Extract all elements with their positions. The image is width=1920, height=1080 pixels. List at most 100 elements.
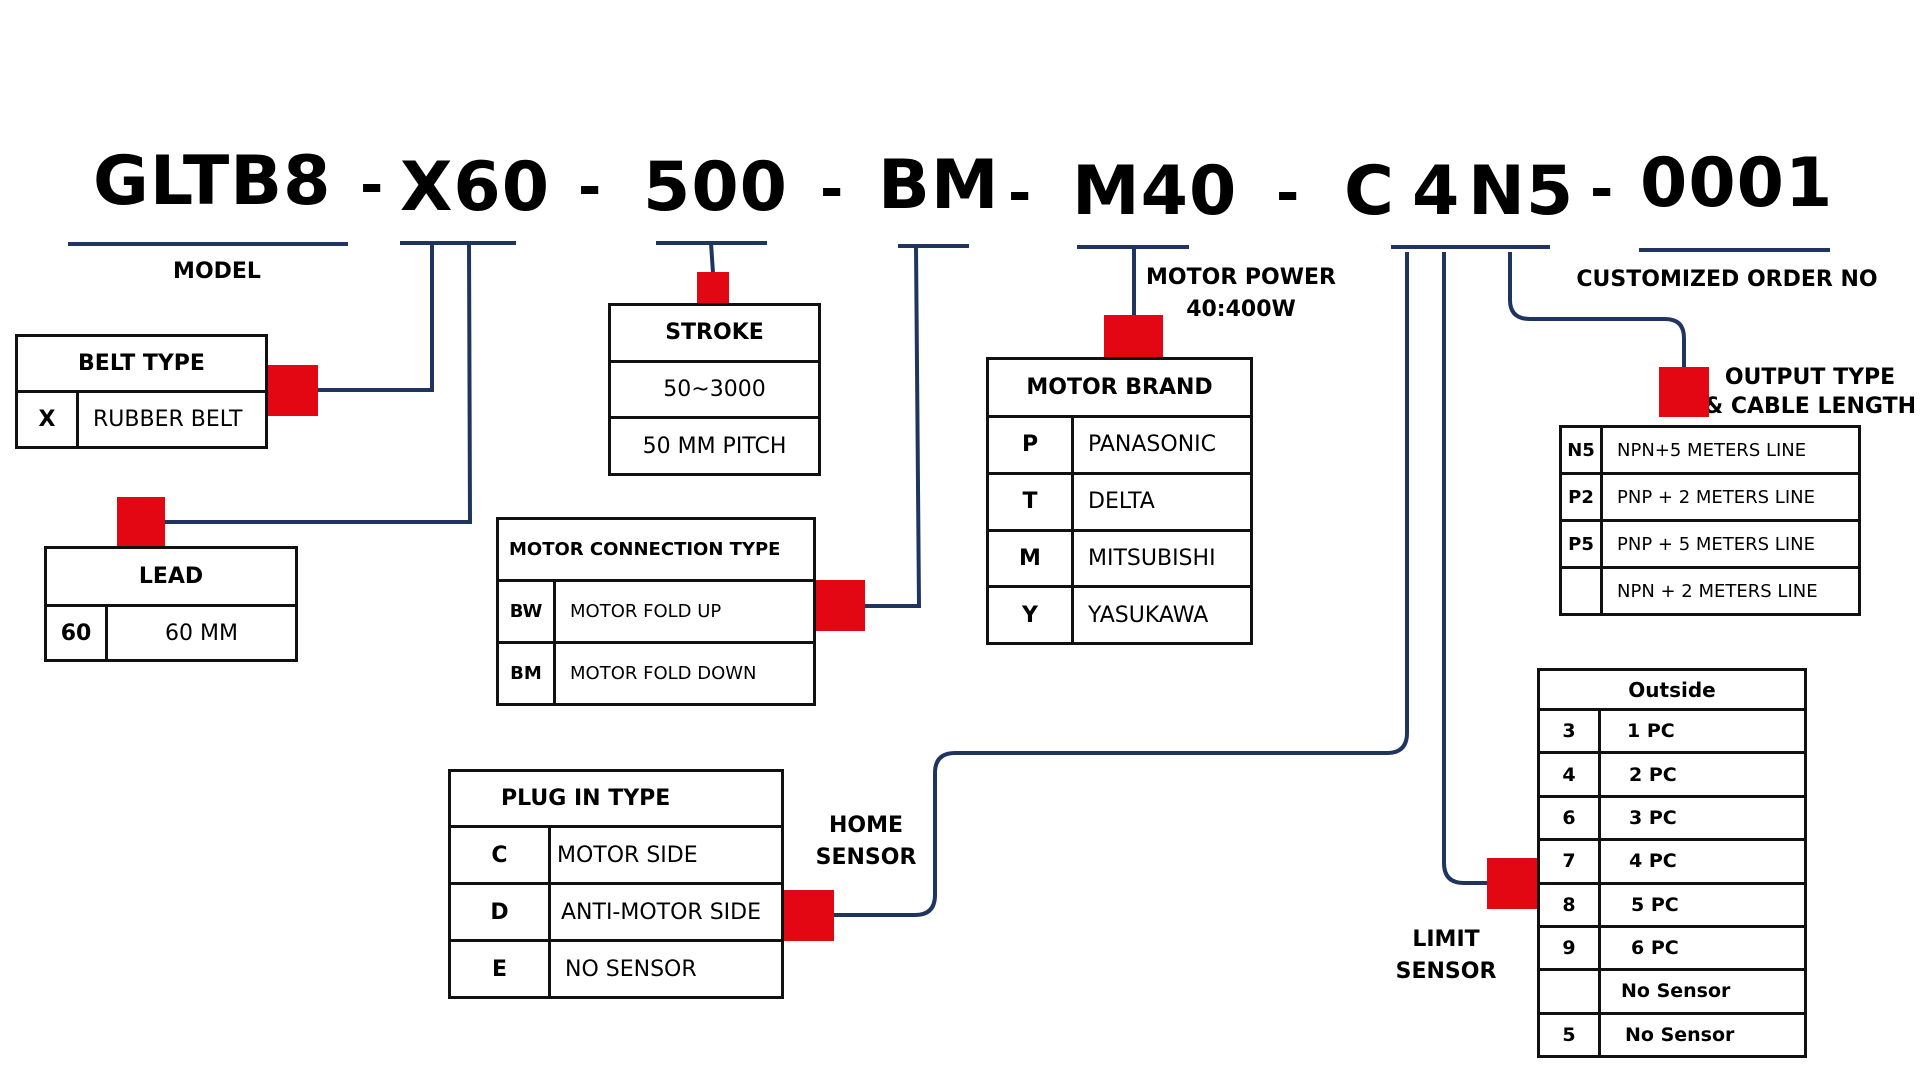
lead-table: LEAD 60 60 MM: [44, 546, 298, 662]
separator: -: [578, 155, 602, 220]
option-value: 6 PC: [1598, 924, 1807, 972]
option-value: 2 PC: [1598, 751, 1807, 798]
output-type-label: OUTPUT TYPE & CABLE LENGTH: [1704, 364, 1916, 421]
motor-connection-table: MOTOR CONNECTION TYPE BW MOTOR FOLD UP B…: [496, 517, 816, 706]
belt-type-table: BELT TYPE X RUBBER BELT: [15, 334, 268, 449]
option-code: X: [15, 390, 79, 449]
option-code: 9: [1537, 924, 1601, 972]
home-sensor-label-line2: SENSOR: [815, 844, 917, 870]
option-code: Y: [986, 585, 1074, 645]
marker-belt-type: [268, 365, 318, 416]
limit-sensor-title: Outside: [1537, 668, 1807, 711]
motor-brand-title: MOTOR BRAND: [986, 357, 1253, 418]
marker-lead: [117, 497, 165, 546]
table-row: BM MOTOR FOLD DOWN: [496, 641, 816, 706]
separator: -: [1276, 161, 1300, 226]
option-code: P5: [1559, 519, 1603, 569]
marker-motor-brand: [1104, 315, 1163, 357]
separator: -: [360, 153, 384, 218]
option-value: MOTOR FOLD DOWN: [553, 641, 816, 706]
option-code: T: [986, 471, 1074, 532]
option-value: MITSUBISHI: [1071, 528, 1253, 589]
table-row: NPN + 2 METERS LINE: [1559, 566, 1861, 616]
option-value: DELTA: [1071, 471, 1253, 532]
motor-connection-title: MOTOR CONNECTION TYPE: [496, 517, 816, 582]
option-value: MOTOR SIDE: [548, 825, 784, 885]
option-value: NPN+5 METERS LINE: [1600, 425, 1861, 475]
option-code: 8: [1537, 881, 1601, 928]
option-value: ANTI-MOTOR SIDE: [548, 882, 784, 942]
motor-power-label-line2: 40:400W: [1186, 296, 1296, 322]
option-value: 60 MM: [105, 604, 298, 662]
connector-motor-connection: [865, 245, 922, 608]
option-value: 1 PC: [1598, 707, 1807, 755]
option-code: 5: [1537, 1011, 1601, 1059]
option-value: No Sensor: [1598, 1011, 1807, 1059]
table-row: No Sensor: [1537, 968, 1807, 1015]
plug-in-type-title: PLUG IN TYPE: [448, 769, 784, 828]
option-code: D: [448, 882, 551, 942]
segment-home-sensor: C: [1344, 152, 1395, 231]
home-sensor-label: HOME SENSOR: [816, 810, 917, 874]
option-code: [1559, 566, 1603, 616]
option-value: PANASONIC: [1071, 415, 1253, 475]
option-code: P2: [1559, 472, 1603, 522]
table-row: 60 60 MM: [44, 604, 298, 662]
belt-type-title: BELT TYPE: [15, 334, 268, 393]
segment-motor-brand-power: M40: [1072, 152, 1238, 231]
stroke-title: STROKE: [608, 303, 821, 363]
limit-sensor-label: LIMIT SENSOR: [1396, 924, 1497, 988]
marker-output-type: [1659, 367, 1709, 417]
separator: -: [820, 157, 844, 222]
option-code: N5: [1559, 425, 1603, 475]
segment-output-type: N5: [1468, 152, 1575, 231]
stroke-table: STROKE 50~3000 50 MM PITCH: [608, 303, 821, 476]
option-code: BM: [496, 641, 556, 706]
connector-limit-sensor: [1442, 252, 1487, 885]
table-row: BW MOTOR FOLD UP: [496, 579, 816, 644]
segment-model: GLTB8: [93, 142, 332, 221]
table-row: 50 MM PITCH: [608, 416, 821, 476]
separator: -: [1590, 157, 1614, 222]
option-value: NPN + 2 METERS LINE: [1600, 566, 1861, 616]
option-code: 6: [1537, 794, 1601, 842]
lead-title: LEAD: [44, 546, 298, 607]
option-code: P: [986, 415, 1074, 475]
marker-limit-sensor: [1487, 858, 1537, 909]
option-value: YASUKAWA: [1071, 585, 1253, 645]
segment-order-number: 0001: [1640, 144, 1834, 223]
option-value: NO SENSOR: [548, 939, 784, 999]
option-value: No Sensor: [1598, 968, 1807, 1015]
limit-sensor-label-line1: LIMIT: [1412, 927, 1480, 952]
option-value: 3 PC: [1598, 794, 1807, 842]
output-type-label-line1: OUTPUT TYPE: [1724, 365, 1896, 390]
customized-order-label: CUSTOMIZED ORDER NO: [1576, 267, 1878, 292]
option-value: 5 PC: [1598, 881, 1807, 928]
table-row: 50~3000: [608, 359, 821, 420]
segment-stroke: 500: [643, 148, 788, 227]
output-type-label-line2: & CABLE LENGTH: [1703, 393, 1917, 419]
marker-home-sensor: [784, 890, 834, 941]
marker-stroke: [697, 272, 729, 303]
segment-belt-lead: X60: [400, 148, 551, 227]
option-code: M: [986, 528, 1074, 589]
limit-sensor-label-line2: SENSOR: [1395, 958, 1497, 984]
option-code: 60: [44, 604, 108, 662]
marker-motor-connection: [815, 580, 865, 631]
motor-power-label: MOTOR POWER 40:400W: [1146, 262, 1336, 326]
